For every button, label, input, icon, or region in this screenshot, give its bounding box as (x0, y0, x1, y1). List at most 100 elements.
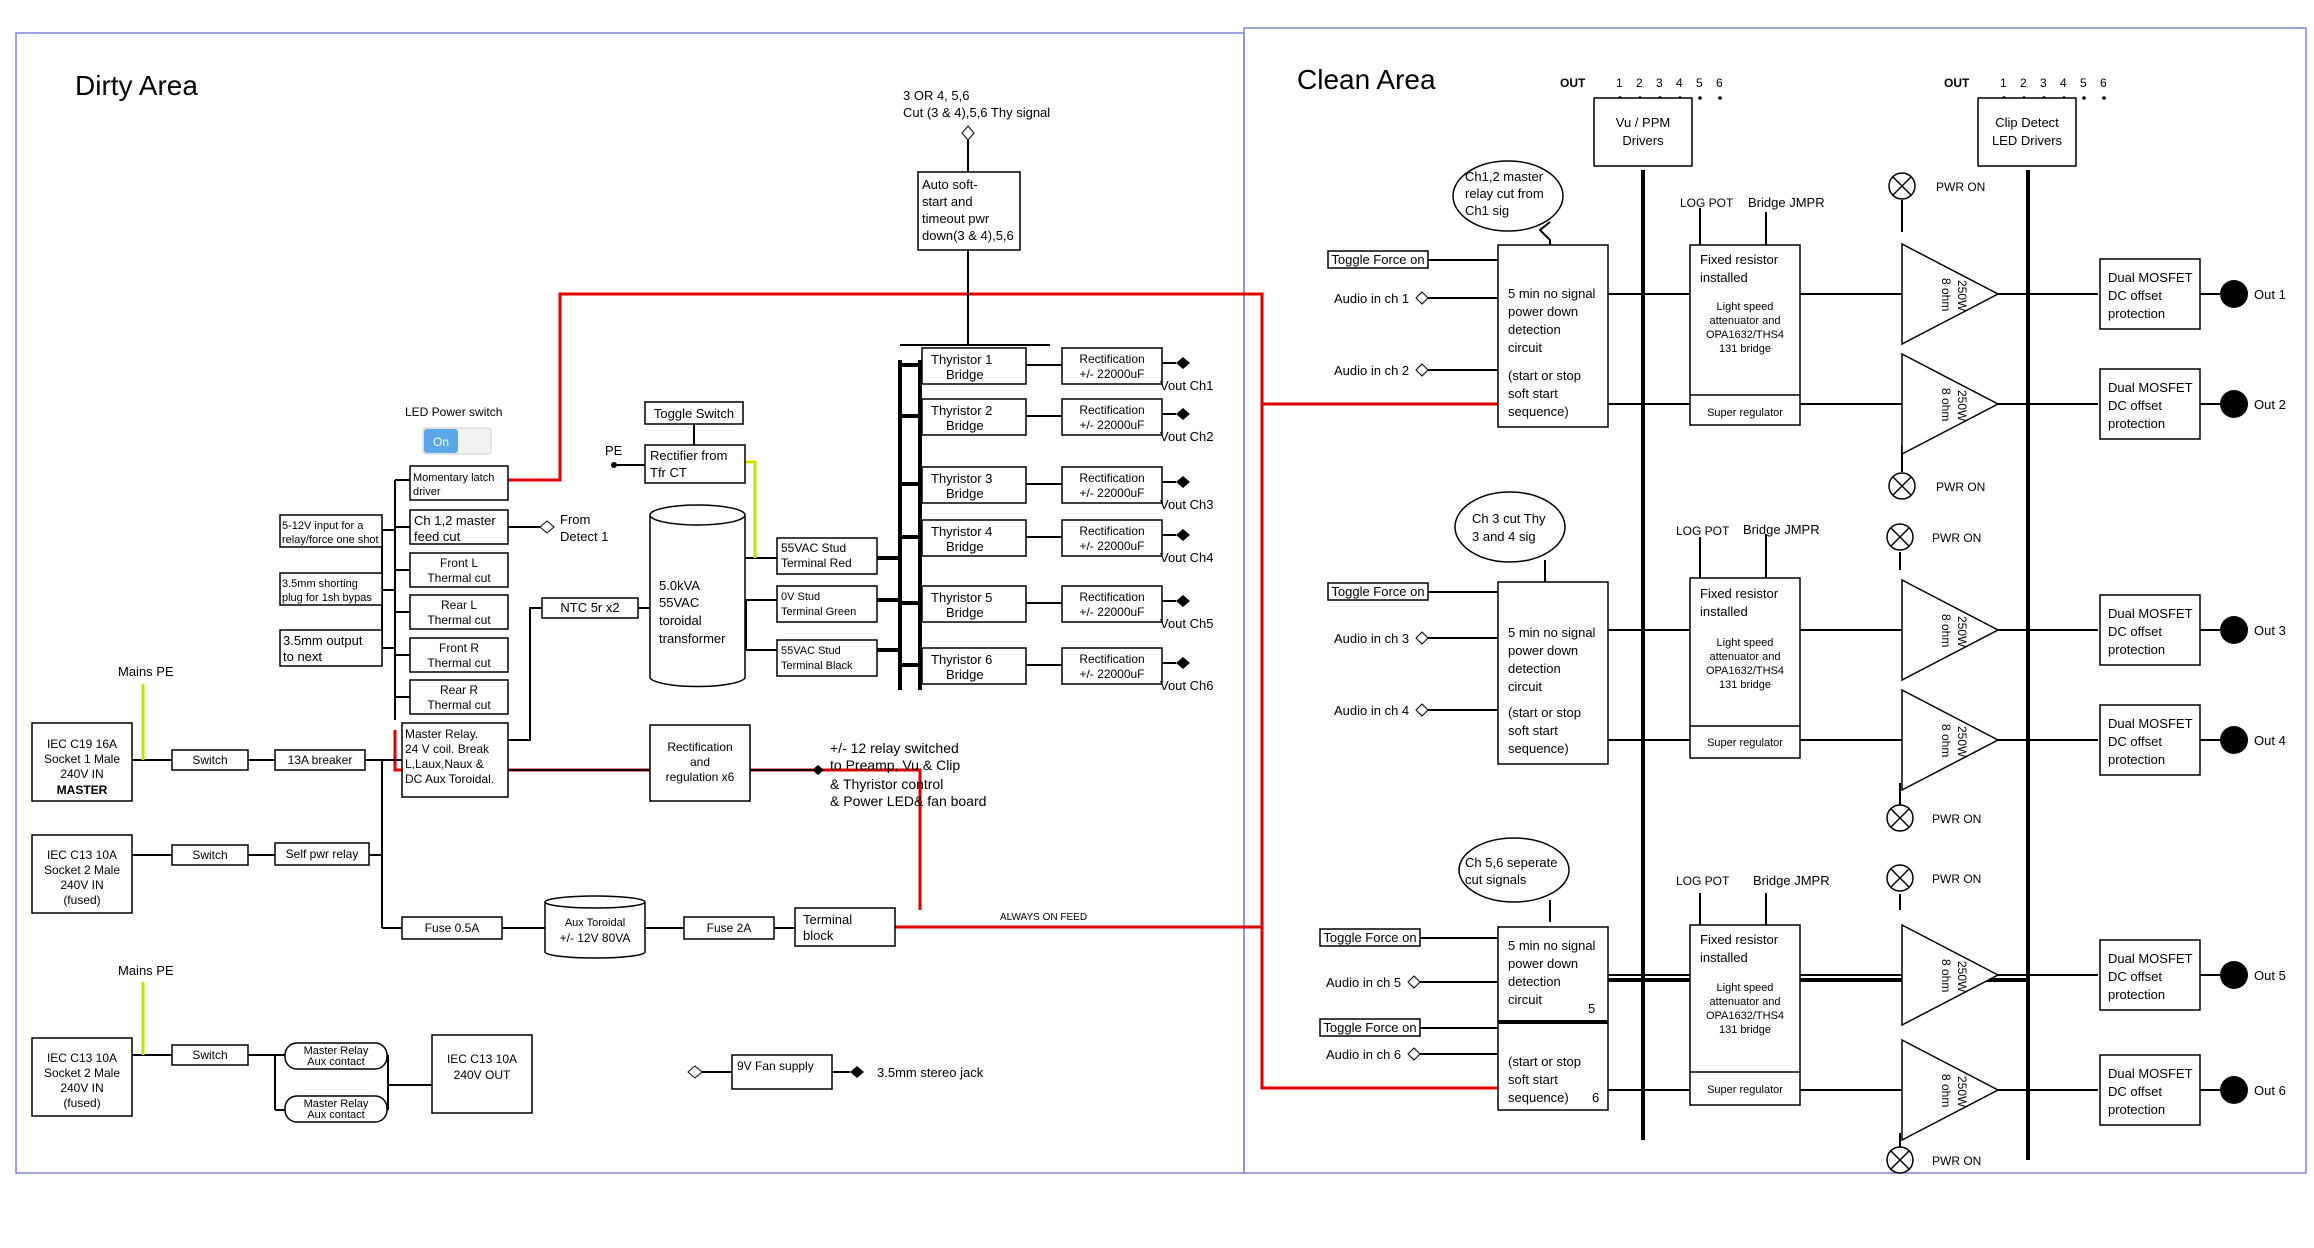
preamp-ch34: LOG POT Bridge JMPR Fixed resistor insta… (1676, 522, 1820, 759)
switch-3: Switch (171, 1044, 249, 1066)
svg-text:block: block (803, 928, 834, 943)
svg-text:sequence): sequence) (1508, 741, 1569, 756)
svg-text:Out 2: Out 2 (2254, 397, 2286, 412)
output-jack-icon (2220, 1076, 2248, 1104)
output-jack-icon (2220, 280, 2248, 308)
softstart-signal-connector (961, 125, 975, 141)
svg-text:toroidal: toroidal (659, 613, 702, 628)
svg-text:soft start: soft start (1508, 723, 1558, 738)
svg-text:protection: protection (2108, 752, 2165, 767)
svg-text:4: 4 (2060, 76, 2067, 90)
audio-in-connector (1415, 291, 1429, 305)
svg-text:PWR ON: PWR ON (1932, 531, 1981, 545)
svg-text:(fused): (fused) (63, 893, 100, 907)
svg-text:Self pwr relay: Self pwr relay (286, 847, 359, 861)
svg-text:4: 4 (1676, 76, 1683, 90)
auto-softstart: Auto soft- start and timeout pwr down(3 … (917, 171, 1021, 251)
svg-text:MASTER: MASTER (57, 783, 108, 797)
svg-text:Audio in ch 1: Audio in ch 1 (1334, 291, 1409, 306)
detect-circuit-ch12: 5 min no signal power down detection cir… (1497, 244, 1609, 428)
svg-text:5-12V input for a: 5-12V input for a (282, 520, 364, 532)
svg-text:24 V coil. Break: 24 V coil. Break (405, 742, 490, 756)
svg-text:131 bridge: 131 bridge (1719, 679, 1771, 691)
svg-text:Vout Ch3: Vout Ch3 (1160, 497, 1214, 512)
svg-text:protection: protection (2108, 642, 2165, 657)
svg-text:5.0kVA: 5.0kVA (659, 578, 700, 593)
svg-text:+/- 22000uF: +/- 22000uF (1079, 539, 1144, 553)
svg-text:+/- 12V 80VA: +/- 12V 80VA (560, 931, 631, 945)
svg-text:Master Relay: Master Relay (304, 1098, 369, 1110)
svg-text:On: On (433, 435, 449, 449)
svg-text:Toggle Force on: Toggle Force on (1323, 930, 1416, 945)
svg-text:1: 1 (2000, 76, 2007, 90)
stereo-jack-label: 3.5mm stereo jack (877, 1065, 984, 1080)
svg-text:PWR ON: PWR ON (1932, 872, 1981, 886)
svg-text:Master Relay: Master Relay (304, 1045, 369, 1057)
audio-in-ch2: Audio in ch 2 (1334, 363, 1429, 378)
svg-text:Vout Ch5: Vout Ch5 (1160, 616, 1214, 631)
dirty-area-title: Dirty Area (75, 70, 198, 101)
svg-text:Thyristor 6: Thyristor 6 (931, 652, 992, 667)
led-power-toggle[interactable]: On (422, 427, 492, 455)
output-jack-icon (2220, 390, 2248, 418)
svg-text:Vout Ch2: Vout Ch2 (1160, 429, 1214, 444)
svg-text:Auto soft-: Auto soft- (922, 177, 978, 192)
amp-triangle (1901, 352, 2000, 456)
shorting-plug: 3.5mm shorting plug for 1sh bypas (279, 572, 383, 606)
svg-text:Audio in ch 2: Audio in ch 2 (1334, 363, 1409, 378)
svg-text:circuit: circuit (1508, 679, 1542, 694)
svg-text:2: 2 (2020, 76, 2027, 90)
pwr-on-indicator-4: PWR ON (1886, 804, 1981, 832)
svg-text:driver: driver (413, 486, 441, 498)
toggle-force-ch6: Toggle Force on (1319, 1018, 1421, 1037)
ch12-master-feed-cut: Ch 1,2 master feed cut (409, 509, 509, 545)
svg-text:8 ohm: 8 ohm (1939, 724, 1953, 757)
svg-text:Dual MOSFET: Dual MOSFET (2108, 1066, 2193, 1081)
clean-wires (1420, 200, 2220, 1150)
svg-text:Bridge JMPR: Bridge JMPR (1743, 522, 1820, 537)
svg-text:plug for 1sh bypas: plug for 1sh bypas (282, 592, 372, 604)
svg-text:sequence): sequence) (1508, 1090, 1569, 1105)
fan-supply-input-connector (687, 1065, 703, 1079)
svg-text:OPA1632/THS4: OPA1632/THS4 (1706, 1010, 1784, 1022)
svg-text:Thyristor 1: Thyristor 1 (931, 352, 992, 367)
svg-text:PWR ON: PWR ON (1936, 180, 1985, 194)
svg-text:8 ohm: 8 ohm (1939, 959, 1953, 992)
svg-text:Dual MOSFET: Dual MOSFET (2108, 951, 2193, 966)
svg-text:power down: power down (1508, 304, 1578, 319)
svg-text:and: and (690, 755, 710, 769)
svg-text:Terminal Green: Terminal Green (781, 606, 856, 618)
svg-text:Toggle Force on: Toggle Force on (1331, 584, 1424, 599)
svg-text:Fuse 0.5A: Fuse 0.5A (425, 921, 480, 935)
svg-text:250W: 250W (1955, 616, 1969, 648)
svg-text:5 min no signal: 5 min no signal (1508, 286, 1596, 301)
svg-text:240V IN: 240V IN (60, 1081, 103, 1095)
pwr-on-indicator-5: PWR ON (1886, 864, 1981, 892)
audio-in-connector (1415, 363, 1429, 377)
svg-text:Audio in ch 6: Audio in ch 6 (1326, 1047, 1401, 1062)
svg-text:LOG POT: LOG POT (1676, 524, 1730, 538)
svg-text:Master Relay.: Master Relay. (405, 727, 478, 741)
output-35mm: 3.5mm output to next (279, 629, 383, 667)
ntc-5r: NTC 5r x2 (541, 597, 639, 619)
stud-terminal-green: 0V Stud Terminal Green (776, 585, 878, 623)
svg-text:DC Aux Toroidal.: DC Aux Toroidal. (405, 772, 494, 786)
audio-in-ch1: Audio in ch 1 (1334, 291, 1429, 306)
svg-text:power down: power down (1508, 956, 1578, 971)
svg-text:attenuator and: attenuator and (1710, 996, 1781, 1008)
svg-text:3 and 4 sig: 3 and 4 sig (1472, 529, 1536, 544)
svg-text:6: 6 (1716, 76, 1723, 90)
svg-text:1: 1 (1616, 76, 1623, 90)
svg-text:Bridge JMPR: Bridge JMPR (1753, 873, 1830, 888)
svg-text:OPA1632/THS4: OPA1632/THS4 (1706, 329, 1784, 341)
svg-text:Toggle Force on: Toggle Force on (1323, 1020, 1416, 1035)
svg-text:3: 3 (2040, 76, 2047, 90)
